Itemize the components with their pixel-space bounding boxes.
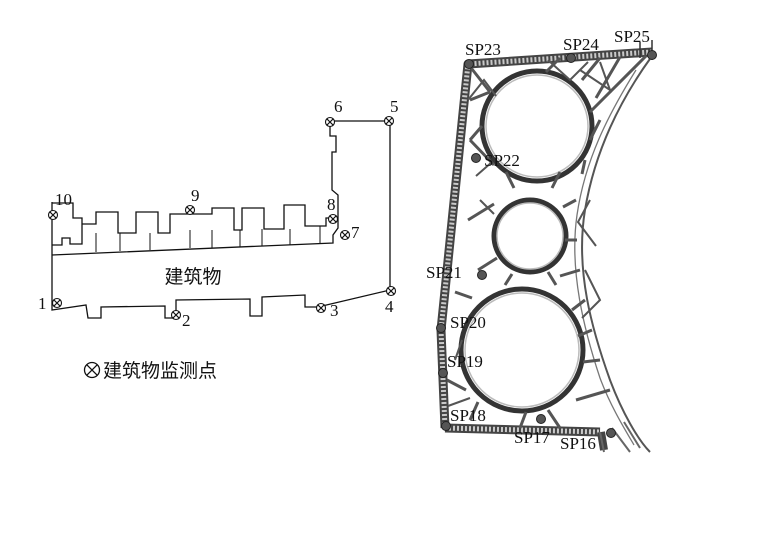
sp19-label: SP19 — [447, 352, 483, 371]
building-label: 建筑物 — [164, 266, 221, 288]
marker-3-icon — [315, 302, 327, 314]
point-label-10: 10 — [55, 190, 72, 209]
marker-2-icon — [170, 309, 182, 321]
corner-detail — [599, 40, 653, 453]
point-label-3: 3 — [330, 301, 339, 320]
building-partitions — [95, 226, 321, 252]
inner-wall-curve — [574, 55, 653, 453]
sp25-label: SP25 — [614, 27, 650, 46]
point-label-5: 5 — [390, 97, 399, 116]
sp19-marker — [438, 368, 448, 378]
sp24-marker — [566, 53, 576, 63]
sp21-label: SP21 — [426, 263, 462, 282]
support-point-labels: SP16 SP17 SP18 SP19 SP20 SP21 SP22 SP23 … — [426, 27, 650, 453]
point-label-4: 4 — [385, 297, 394, 316]
marker-8-icon — [327, 213, 339, 225]
marker-7-icon — [339, 229, 351, 241]
sp22-marker — [471, 153, 481, 163]
marker-10-icon — [47, 209, 59, 221]
point-label-1: 1 — [38, 294, 47, 313]
legend: 建筑物监测点 — [83, 360, 217, 382]
marker-5-icon — [383, 115, 395, 127]
circle-cross-icon — [83, 361, 101, 379]
sp18-label: SP18 — [450, 406, 486, 425]
sp17-label: SP17 — [514, 428, 550, 447]
marker-9-icon — [184, 204, 196, 216]
sp21-marker — [477, 270, 487, 280]
legend-text: 建筑物监测点 — [103, 360, 217, 382]
sp16-label: SP16 — [560, 434, 596, 453]
support-plan — [436, 40, 653, 453]
retaining-wall — [436, 47, 653, 451]
building-upper-units — [52, 202, 338, 246]
sp23-label: SP23 — [465, 40, 501, 59]
point-label-6: 6 — [334, 97, 343, 116]
sp24-label: SP24 — [563, 35, 599, 54]
marker-1-icon — [51, 297, 63, 309]
sp22-label: SP22 — [484, 151, 520, 170]
support-point-markers — [436, 50, 657, 438]
sp20-marker — [436, 323, 446, 333]
monitoring-markers — [47, 115, 397, 321]
building-plan — [51, 120, 391, 319]
sp16-marker — [606, 428, 616, 438]
sp25-marker — [647, 50, 657, 60]
point-label-2: 2 — [182, 311, 191, 330]
marker-6-icon — [324, 116, 336, 128]
sp17-marker — [536, 414, 546, 424]
point-label-8: 8 — [327, 195, 336, 214]
point-label-7: 7 — [351, 223, 360, 242]
building-outline — [51, 120, 391, 319]
monitoring-labels: 1 2 3 4 5 6 7 8 9 10 — [38, 97, 399, 330]
internal-bracing — [446, 54, 648, 429]
marker-4-icon — [385, 285, 397, 297]
sp20-label: SP20 — [450, 313, 486, 332]
sp23-marker — [464, 59, 474, 69]
sp18-marker — [441, 421, 451, 431]
point-label-9: 9 — [191, 186, 200, 205]
